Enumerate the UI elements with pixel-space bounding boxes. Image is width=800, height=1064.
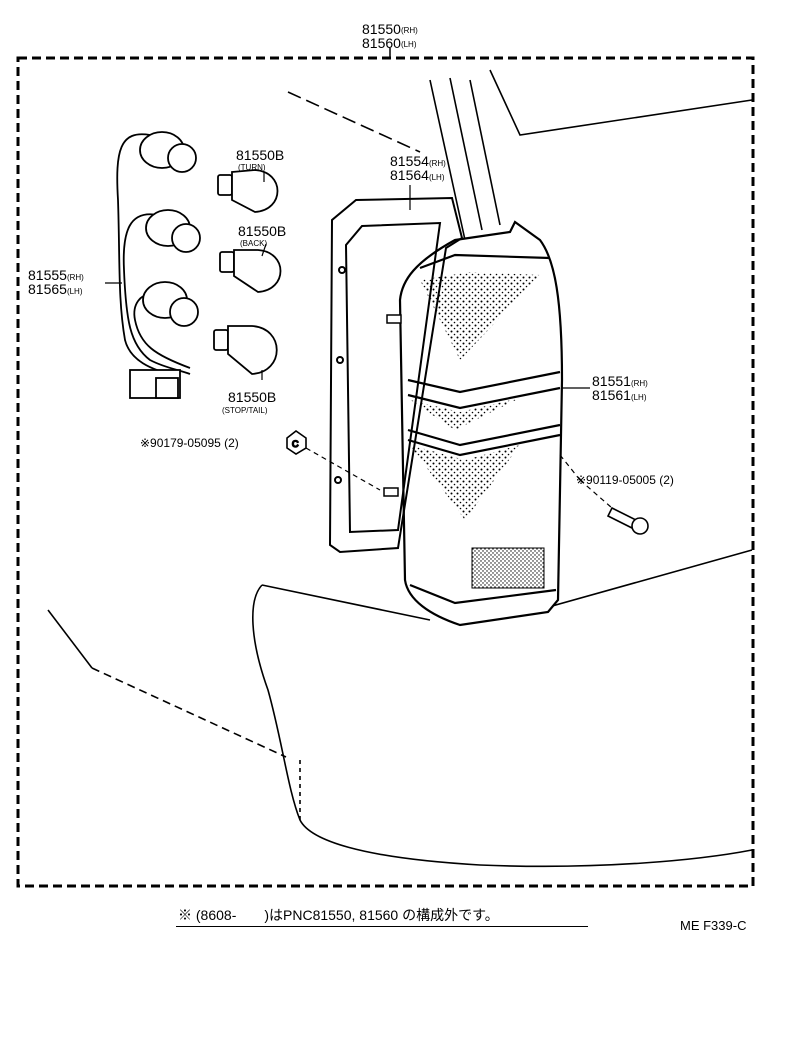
- lens-part-rh: 81551(RH): [592, 373, 648, 389]
- gasket-part-lh: 81564(LH): [390, 167, 445, 183]
- bulb-stop-part: 81550B: [228, 389, 276, 405]
- lens-pattern-middle: [410, 398, 520, 430]
- screw-label: ※90119-05005 (2): [576, 473, 674, 487]
- bulb-turn-part: 81550B: [236, 147, 284, 163]
- bulb-back: [219, 249, 282, 293]
- stud-upper: [386, 314, 402, 324]
- svg-text:C: C: [292, 439, 299, 449]
- bulb-back-part: 81550B: [238, 223, 286, 239]
- gasket: [328, 196, 464, 554]
- gasket-part-rh: 81554(RH): [390, 153, 446, 169]
- stud-lower: [383, 487, 399, 497]
- lens-part-lh: 81561(LH): [592, 387, 647, 403]
- tail-lamp-lens: [398, 220, 564, 627]
- socket-harness: [116, 131, 201, 399]
- bulb-turn-desc: (TURN): [238, 163, 266, 172]
- screw-part: [606, 506, 649, 535]
- vehicle-body: [47, 69, 753, 868]
- drawing-code: ME F339-C: [680, 918, 747, 933]
- leader-lines: [105, 172, 613, 509]
- bulb-turn: [217, 169, 279, 213]
- bulb-back-desc: (BACK): [240, 239, 267, 248]
- socket-part-rh: 81555(RH): [28, 267, 84, 283]
- lens-pattern-lower: [410, 445, 520, 520]
- lens-reflector: [471, 547, 545, 589]
- footnote-underline: [176, 926, 588, 927]
- bulb-stop-tail: [213, 325, 278, 375]
- nut-part: C: [286, 430, 307, 455]
- footnote: ※ (8608- )はPNC81550, 81560 の構成外です。: [178, 907, 499, 923]
- assembly-frame: [16, 56, 755, 888]
- socket-part-lh: 81565(LH): [28, 281, 83, 297]
- assembly-part-rh: 81550(RH): [362, 21, 418, 37]
- lens-pattern-upper: [420, 272, 540, 360]
- nut-label: ※90179-05095 (2): [140, 436, 239, 450]
- assembly-part-lh: 81560(LH): [362, 35, 417, 51]
- bulb-stop-desc: (STOP/TAIL): [222, 406, 268, 415]
